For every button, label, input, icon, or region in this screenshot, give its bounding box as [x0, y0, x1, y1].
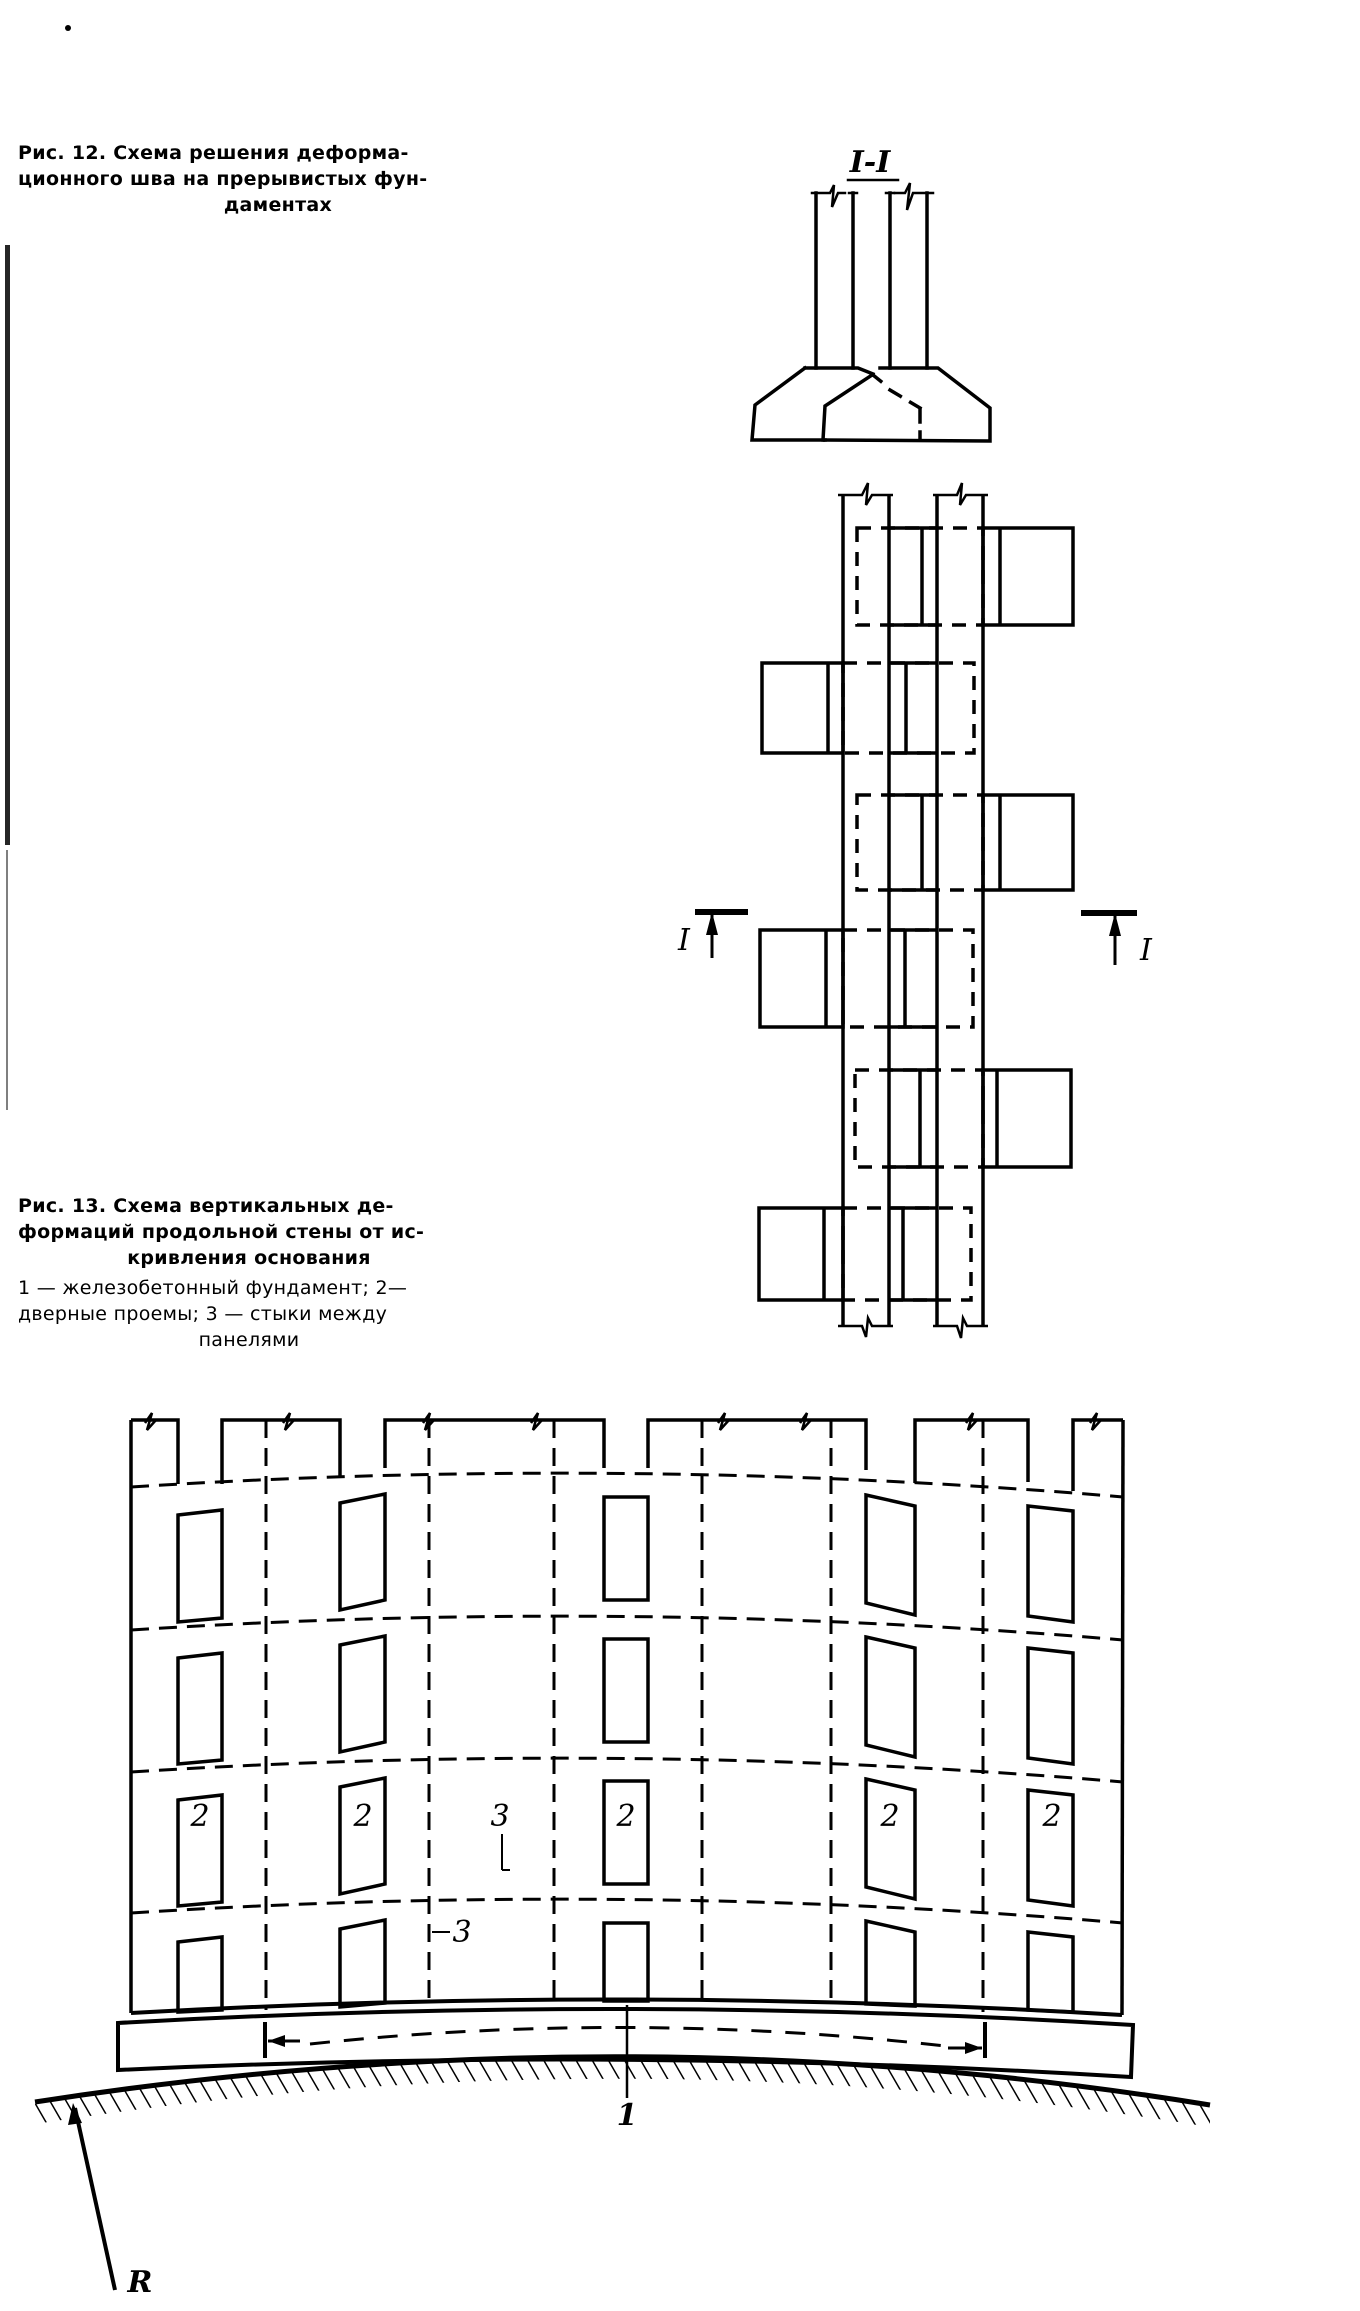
scan-dot: [65, 25, 71, 31]
elevation-labels: 2 2 2 2 2 3 3 1 R: [127, 1799, 1062, 2300]
scan-edge-mark: [5, 245, 10, 845]
section-marker-label: I: [1139, 933, 1153, 968]
caption-line: даментах: [223, 194, 333, 216]
joint-label: 3: [490, 1799, 509, 1834]
caption-line: ционного шва на прерывистых фун-: [18, 168, 428, 190]
door-label: 2: [1041, 1799, 1061, 1834]
foundation-plan-drawing: I I: [677, 482, 1153, 1339]
door-openings: [176, 1491, 1075, 2014]
caption-line: Рис. 12. Схема решения деформа-: [18, 142, 409, 164]
section-label: I-I: [849, 145, 891, 180]
section-marker-right: I: [1081, 910, 1153, 968]
section-marker-label: I: [677, 923, 691, 958]
legend-line: 1 — железобетонный фундамент; 2—: [18, 1277, 408, 1299]
figure-13-caption: Рис. 13. Схема вертикальных де- формаций…: [18, 1193, 480, 1353]
door-label: 2: [189, 1799, 209, 1834]
figure-13-legend: 1 — железобетонный фундамент; 2— дверные…: [18, 1275, 480, 1353]
door-label: 2: [615, 1799, 635, 1834]
legend-line: панелями: [198, 1329, 300, 1351]
door-label: 2: [879, 1799, 899, 1834]
caption-line: кривления основания: [127, 1247, 371, 1269]
door-label: 2: [352, 1799, 372, 1834]
joint-label: 3: [452, 1915, 471, 1950]
foundation-label: 1: [617, 2098, 638, 2133]
caption-line: формаций продольной стены от ис-: [18, 1221, 425, 1243]
section-marker-left: I: [677, 909, 748, 958]
wall-elevation-drawing: [34, 1412, 1211, 2291]
radius-label: R: [127, 2265, 153, 2300]
scan-edge-mark: [6, 850, 8, 1110]
section-i-i-drawing: I-I: [750, 145, 992, 443]
legend-line: дверные проемы; 3 — стыки между: [18, 1303, 388, 1325]
caption-line: Рис. 13. Схема вертикальных де-: [18, 1195, 394, 1217]
figure-12-caption: Рис. 12. Схема решения деформа- ционного…: [18, 140, 538, 218]
